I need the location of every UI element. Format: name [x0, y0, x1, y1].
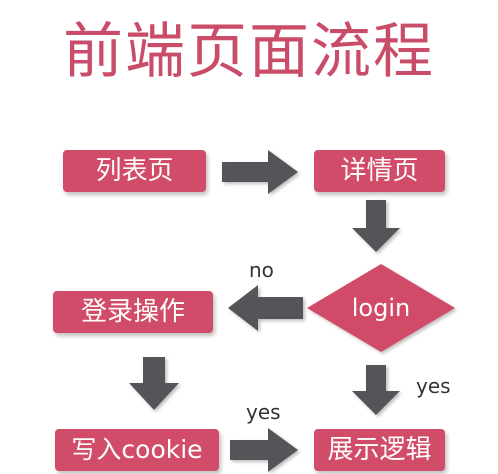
node-list-page: 列表页 [63, 150, 206, 192]
node-login-action: 登录操作 [53, 291, 213, 333]
login-diamond [307, 264, 455, 352]
arrow-detail-to-login [352, 200, 400, 252]
node-show-logic: 展示逻辑 [314, 429, 445, 471]
arrow-login-to-show [352, 365, 400, 415]
arrow-cookie-to-show [230, 428, 298, 472]
edge-label-yes-right: yes [246, 400, 281, 424]
arrow-list-to-detail [222, 150, 298, 194]
node-login-decision: login [351, 294, 411, 322]
node-write-cookie: 写入cookie [55, 429, 219, 471]
arrow-action-to-cookie [129, 357, 179, 410]
edge-label-no: no [249, 258, 274, 282]
arrow-login-to-action [228, 285, 303, 331]
page-title: 前端页面流程 [63, 17, 435, 87]
node-detail-page: 详情页 [314, 150, 445, 192]
edge-label-yes-down: yes [416, 374, 451, 398]
